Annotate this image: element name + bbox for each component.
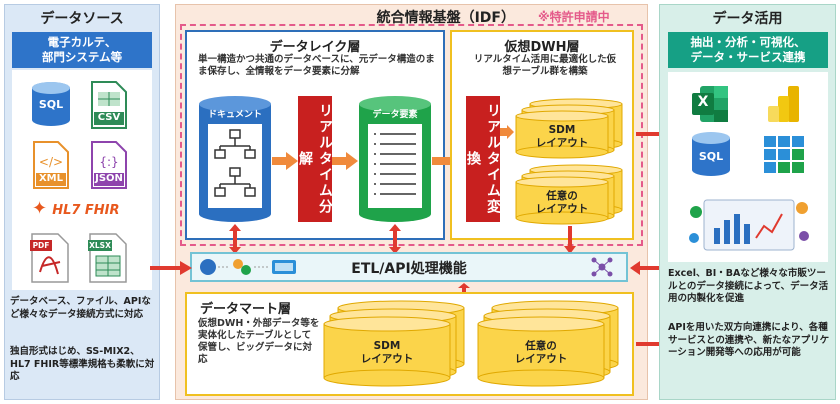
document-label: ドキュメント (207, 110, 262, 120)
network-nodes-icon (590, 256, 614, 278)
patent-pending-note: ※特許申請中 (538, 10, 610, 24)
idf-title: 統合情報基盤（IDF） (376, 10, 515, 26)
sql-output-label: SQL (698, 150, 724, 163)
data-mart-desc: 仮想DWH・外部データ等を実体化したテーブルとして保管し、ビッグデータに対応 (198, 318, 320, 365)
arrow-source-to-etl (150, 260, 192, 279)
mart-sdm-label: SDM レイアウト (360, 340, 414, 365)
csv-icon-label: CSV (97, 112, 121, 123)
excel-icon-label: X (697, 94, 709, 110)
excel-icon: X (690, 84, 730, 124)
csv-file-icon: CSV (90, 80, 128, 130)
xlsx-file-icon: XLSX (88, 232, 128, 284)
pdf-icon-label: PDF (32, 241, 50, 250)
arrow-lake-etl-left (229, 224, 241, 258)
sql-output-icon: SQL (690, 130, 732, 178)
realtime-decompose-bar: リアルタイム分解 (297, 96, 333, 222)
arrow-decompose-to-elements (332, 152, 358, 174)
arrow-transform-to-sdm (500, 124, 514, 143)
sql-icon-label: SQL (38, 98, 64, 111)
data-usage-desc-api: APIを用いた双方向連携により、各種サービスとの連携や、新たなアプリケーション開… (668, 322, 830, 358)
power-bi-icon (766, 84, 802, 124)
xml-icon-label: XML (38, 173, 64, 184)
dwh-any-label: 任意の レイアウト (535, 190, 589, 215)
json-file-icon: {:} JSON (90, 140, 128, 190)
mart-any-label: 任意の レイアウト (514, 340, 568, 365)
sql-database-icon: SQL (30, 80, 72, 128)
analytics-dashboard-icon (684, 190, 814, 256)
data-mart-title: データマート層 (200, 302, 292, 317)
xlsx-icon-label: XLSX (89, 241, 111, 250)
data-source-desc-connection: データベース、ファイル、APIなど様々なデータ接続方式に対応 (10, 296, 151, 320)
svg-text:</>: </> (39, 155, 63, 169)
data-source-header: 電子カルテ、 部門システム等 (12, 32, 152, 68)
arrow-doc-to-decompose (272, 152, 298, 174)
json-icon-label: JSON (95, 173, 123, 184)
xml-file-icon: </> XML (32, 140, 70, 190)
table-grid-icon (762, 134, 806, 176)
hl7-fhir-label: HL7 FHIR (52, 203, 120, 218)
data-usage-desc-tools: Excel、BI・BAなど様々な市販ツールとのデータ接続によって、データ活用の内… (668, 268, 829, 304)
data-elements-cylinder: データ要素 (358, 96, 432, 224)
data-usage-header: 抽出・分析・可視化、 データ・サービス連携 (668, 32, 828, 68)
arrow-etl-usage (630, 260, 672, 279)
data-source-title: データソース (40, 11, 124, 27)
mart-any-layout-stack: 任意の レイアウト (476, 300, 622, 388)
realtime-transform-bar: リアルタイム変換 (465, 96, 501, 222)
etl-pipeline-icon (198, 256, 308, 278)
svg-text:{:}: {:} (99, 155, 118, 169)
dwh-sdm-layout-stack: SDM レイアウト (514, 98, 626, 160)
etl-api-label: ETL/API処理機能 (351, 261, 467, 277)
dwh-sdm-label: SDM レイアウト (535, 124, 589, 149)
arrow-lake-etl-right (389, 224, 401, 258)
data-elements-label: データ要素 (372, 110, 418, 120)
hl7-fhir-logo: ✦ HL7 FHIR (32, 198, 120, 219)
virtual-dwh-desc: リアルタイム活用に最適化した仮想テーブル群を構築 (473, 54, 617, 77)
data-usage-title: データ活用 (712, 11, 783, 27)
virtual-dwh-title: 仮想DWH層 (504, 40, 580, 55)
data-lake-desc: 単一構造かつ共通のデータベースに、元データ構造のまま保存し、全情報をデータ要素に… (198, 54, 435, 77)
mart-sdm-layout-stack: SDM レイアウト (322, 300, 468, 388)
data-lake-title: データレイク層 (269, 40, 361, 55)
dwh-any-layout-stack: 任意の レイアウト (514, 164, 626, 226)
data-source-desc-standards: 独自形式はじめ、SS-MIX2、HL7 FHIR等標準規格も柔軟に対応 (10, 346, 155, 382)
pdf-file-icon: PDF (30, 232, 70, 284)
document-database-cylinder: ドキュメント (198, 96, 272, 224)
arrow-dwh-to-etl (564, 226, 576, 258)
